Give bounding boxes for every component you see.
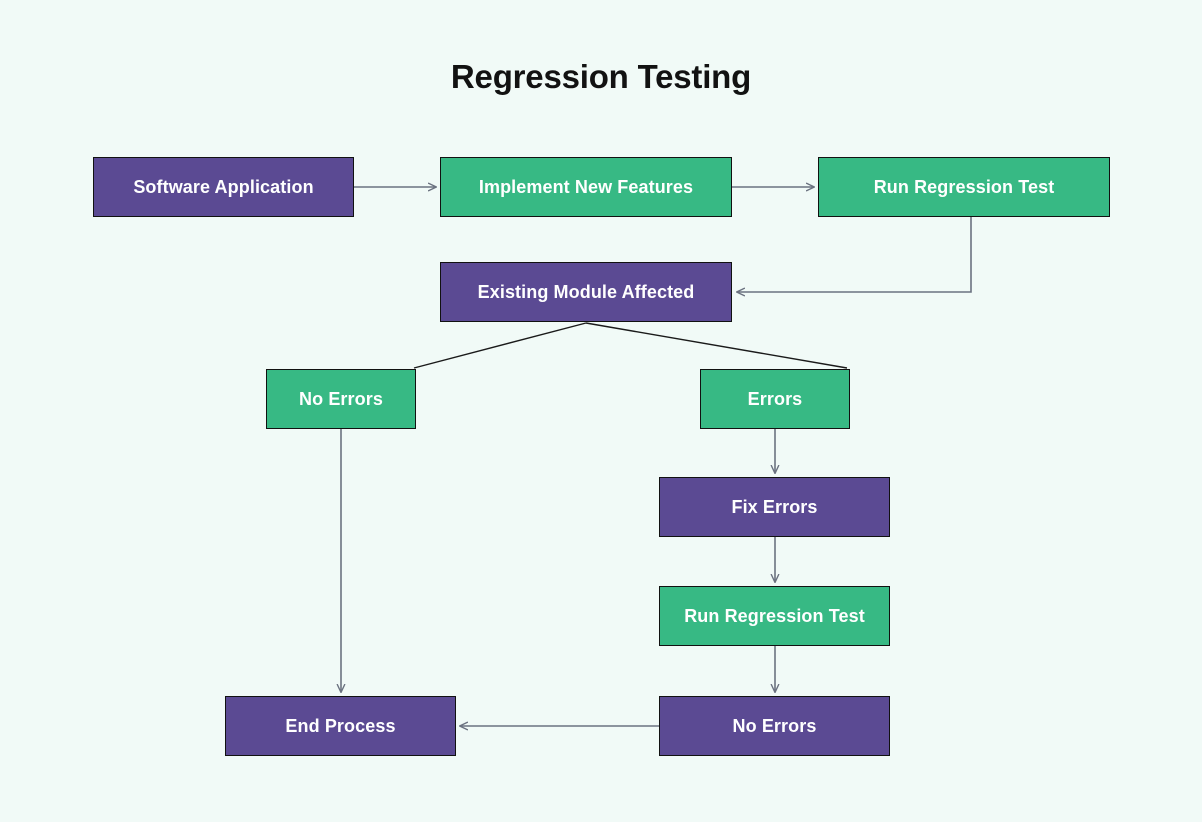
node-errors-branch[interactable]: Errors [700,369,850,429]
node-label: Run Regression Test [684,605,865,626]
edge-existing-module-affected-to-errors [585,322,848,369]
node-run-regression-test-2[interactable]: Run Regression Test [659,586,890,646]
edge-existing-module-affected-to-no-errors [413,322,587,369]
node-label: Fix Errors [731,496,818,517]
node-label: Run Regression Test [873,176,1055,197]
edge-run-regression-test-to-existing-module-affected [737,217,972,292]
node-label: No Errors [732,715,817,736]
node-label: End Process [285,715,396,736]
page-title: Regression Testing [450,58,752,95]
node-label: No Errors [299,388,383,409]
node-run-regression-test-1[interactable]: Run Regression Test [818,157,1110,217]
node-label: Software Application [133,176,314,197]
node-label: Existing Module Affected [477,281,695,302]
node-label: Errors [747,388,803,409]
node-fix-errors[interactable]: Fix Errors [659,477,890,537]
node-software-application[interactable]: Software Application [93,157,354,217]
node-no-errors-final[interactable]: No Errors [659,696,890,756]
node-no-errors-branch[interactable]: No Errors [266,369,416,429]
node-end-process[interactable]: End Process [225,696,456,756]
node-existing-module-affected[interactable]: Existing Module Affected [440,262,732,322]
node-implement-new-features[interactable]: Implement New Features [440,157,732,217]
node-label: Implement New Features [478,176,694,197]
